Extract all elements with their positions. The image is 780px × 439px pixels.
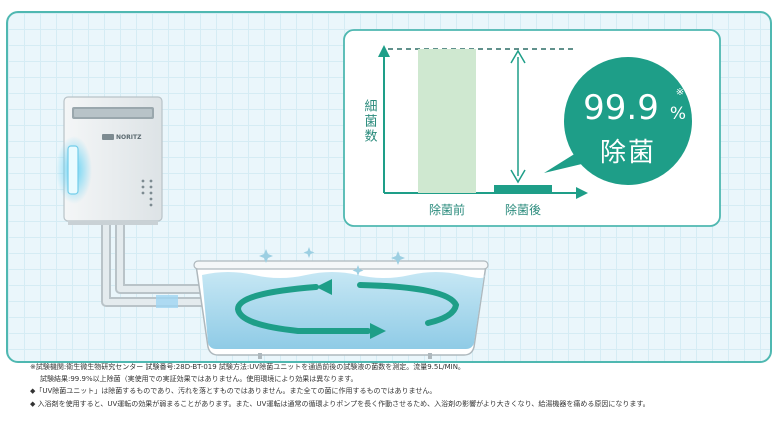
circulation-arrowhead-right [370,323,386,339]
circulation-arrows [234,282,460,334]
bathtub [193,247,489,359]
bar-after [494,185,552,193]
footnotes: ※試験機関:衛生微生物研究センター 試験番号:28D-BT-019 試験方法:U… [30,361,770,410]
footnote-bath-additive: ◆ 入浴剤を使用すると、UV運転の効果が弱まることがあります。また、UV運転は通… [30,399,650,408]
result-callout: 99.9 % ※ 除菌 [544,57,692,185]
bar-before [418,49,476,193]
heater-brand-logo: NORITZ [116,134,142,141]
footnote-uv-unit: ◆「UV除菌ユニット」は除菌するものであり、汚れを落とすものではありません。また… [30,387,437,396]
y-axis-label: 細菌数 [362,99,378,144]
category-label-before: 除菌前 [429,202,465,217]
pipes [101,219,208,308]
callout-value: 99.9 [583,88,659,128]
callout-unit: % [670,104,686,124]
callout-label: 除菌 [600,138,656,168]
water-heater: NORITZ [56,96,163,225]
bath-water [202,272,485,349]
scene-svg: NORITZ [56,29,721,359]
sparkles [259,247,405,276]
footnote-test-result: 試験結果:99.9%以上除菌（実使用での実証効果ではありません。使用環境により効… [40,375,358,384]
footnote-test-info: ※試験機関:衛生微生物研究センター 試験番号:28D-BT-019 試験方法:U… [30,363,465,371]
circulation-arrowhead-left [316,279,332,295]
callout-note-mark: ※ [676,87,684,98]
illustration-panel: NORITZ [6,11,772,363]
category-label-after: 除菌後 [505,202,541,217]
